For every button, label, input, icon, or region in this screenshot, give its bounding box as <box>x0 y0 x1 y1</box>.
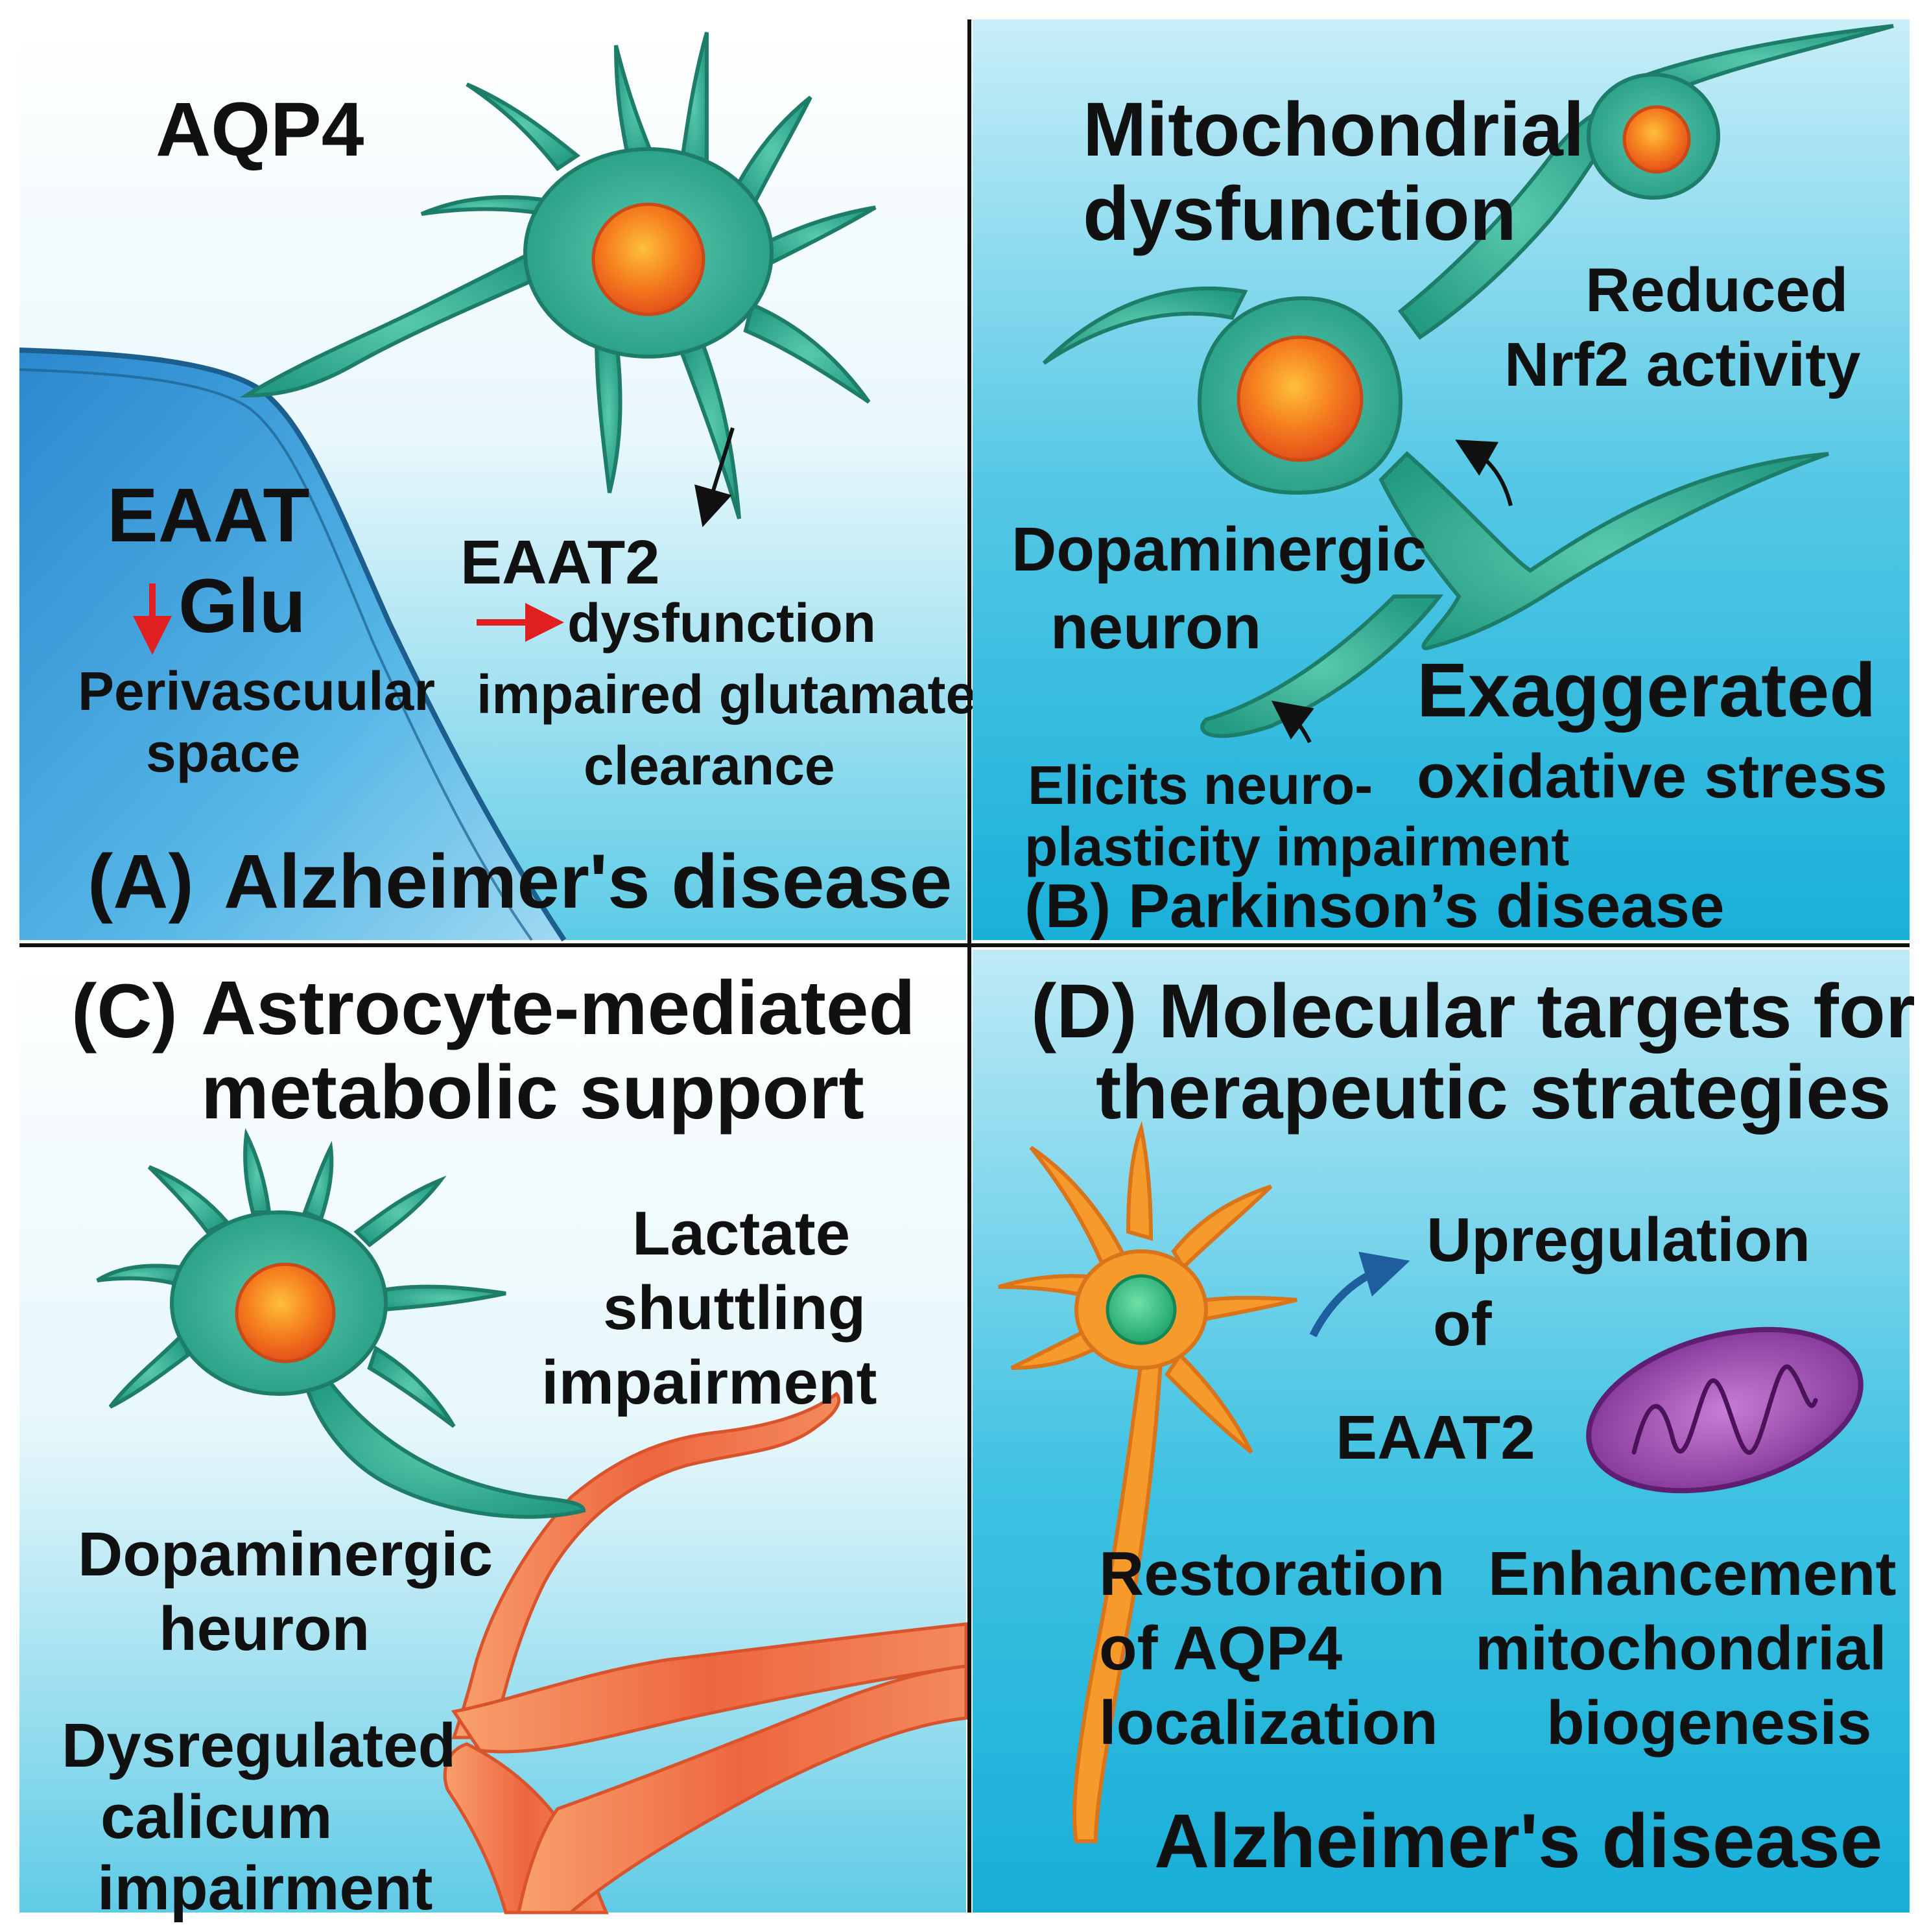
label-reduced: Reduced <box>1585 255 1848 325</box>
vessel-wall-line-outer <box>19 368 533 941</box>
label-shuttling: shuttling <box>603 1273 866 1343</box>
panel-a: AQP4 EAAT Glu Perivascuular space EAAT2 … <box>19 19 976 942</box>
label-nrf2-activity: Nrf2 activity <box>1504 330 1861 399</box>
panel-a-title: Alzheimer's disease <box>224 839 952 925</box>
label-perivascular: Perivascuular <box>78 661 435 722</box>
label-heuron: heuron <box>159 1594 370 1664</box>
label-glu: Glu <box>178 563 306 649</box>
arrow-upregulation-icon <box>1309 1251 1410 1337</box>
arrow-neuroplasticity-icon <box>1271 700 1314 744</box>
label-enhancement: Enhancement <box>1488 1539 1896 1608</box>
panel-d-title-2: therapeutic strategies <box>1096 1050 1891 1135</box>
panel-d: (D) Molecular targets for therapeutic st… <box>973 950 1915 1913</box>
label-calcium-impairment: impairment <box>97 1854 432 1923</box>
label-dysregulated: Dysregulated <box>62 1711 456 1780</box>
label-of: of <box>1433 1290 1493 1359</box>
label-oxidative-stress: oxidative stress <box>1417 742 1888 811</box>
label-exaggerated: Exaggerated <box>1417 648 1876 733</box>
label-clearance: clearance <box>584 735 835 796</box>
panel-b-title: (B) Parkinson’s disease <box>1024 871 1725 941</box>
panel-c-title-1: Astrocyte-mediated <box>201 965 916 1051</box>
label-neuron-b: neuron <box>1050 593 1261 662</box>
label-lactate: Lactate <box>632 1199 850 1268</box>
panel-c-title-2: metabolic support <box>201 1050 864 1135</box>
arrow-nrf2-icon <box>1455 440 1513 506</box>
label-dysfunction: dysfunction <box>567 593 876 654</box>
panel-d-title-1: (D) Molecular targets for <box>1031 969 1915 1054</box>
panel-b: Mitochondrial dysfunction Reduced Nrf2 a… <box>973 19 1910 941</box>
label-restoration: Restoration <box>1099 1539 1445 1608</box>
label-mito-dysfunction: dysfunction <box>1083 171 1517 257</box>
astrocyte-a-nucleus <box>591 202 705 316</box>
label-upregulation: Upregulation <box>1426 1205 1810 1275</box>
label-dopaminergic-b: Dopaminergic <box>1012 515 1426 584</box>
label-impaired-glutamate: impaired glutamate <box>477 664 976 725</box>
panel-c: (C) Astrocyte-mediated metabolic support… <box>19 950 968 1923</box>
panel-c-letter: (C) <box>71 969 178 1054</box>
label-elicits-neuro: Elicits neuro- <box>1028 755 1373 816</box>
neuron-b-nucleus <box>1237 335 1364 462</box>
label-space: space <box>146 722 300 783</box>
label-eaat2-d: EAAT2 <box>1336 1403 1535 1472</box>
label-eaat: EAAT <box>107 473 309 558</box>
label-aqp4: AQP4 <box>156 87 364 172</box>
vessel-wall-line <box>19 348 567 942</box>
label-mitochondrial: Mitochondrial <box>1083 87 1585 172</box>
label-plasticity: plasticity impairment <box>1024 816 1569 877</box>
orange-astrocyte <box>998 1121 1297 1843</box>
blood-vessel <box>19 350 564 940</box>
arrow-eaat2-icon <box>694 427 735 528</box>
panel-d-footer: Alzheimer's disease <box>1154 1798 1882 1884</box>
astrocyte-c-nucleus <box>235 1262 336 1363</box>
label-mitochondrial-d: mitochondrial <box>1475 1614 1887 1683</box>
label-of-aqp4: of AQP4 <box>1099 1614 1342 1683</box>
neuron-fibers <box>443 1391 968 1914</box>
label-dopaminergic-c: Dopaminergic <box>78 1520 493 1589</box>
label-calicum: calicum <box>101 1782 333 1852</box>
panel-a-letter: (A) <box>88 839 194 925</box>
neuron-b-bouton-nucleus <box>1622 105 1691 174</box>
label-biogenesis: biogenesis <box>1546 1688 1871 1758</box>
label-lactate-impairment: impairment <box>541 1348 877 1417</box>
label-eaat2: EAAT2 <box>460 528 660 597</box>
orange-astrocyte-nucleus <box>1106 1274 1177 1345</box>
label-localization: localization <box>1099 1688 1438 1758</box>
mitochondrion-icon <box>1586 1326 1864 1494</box>
